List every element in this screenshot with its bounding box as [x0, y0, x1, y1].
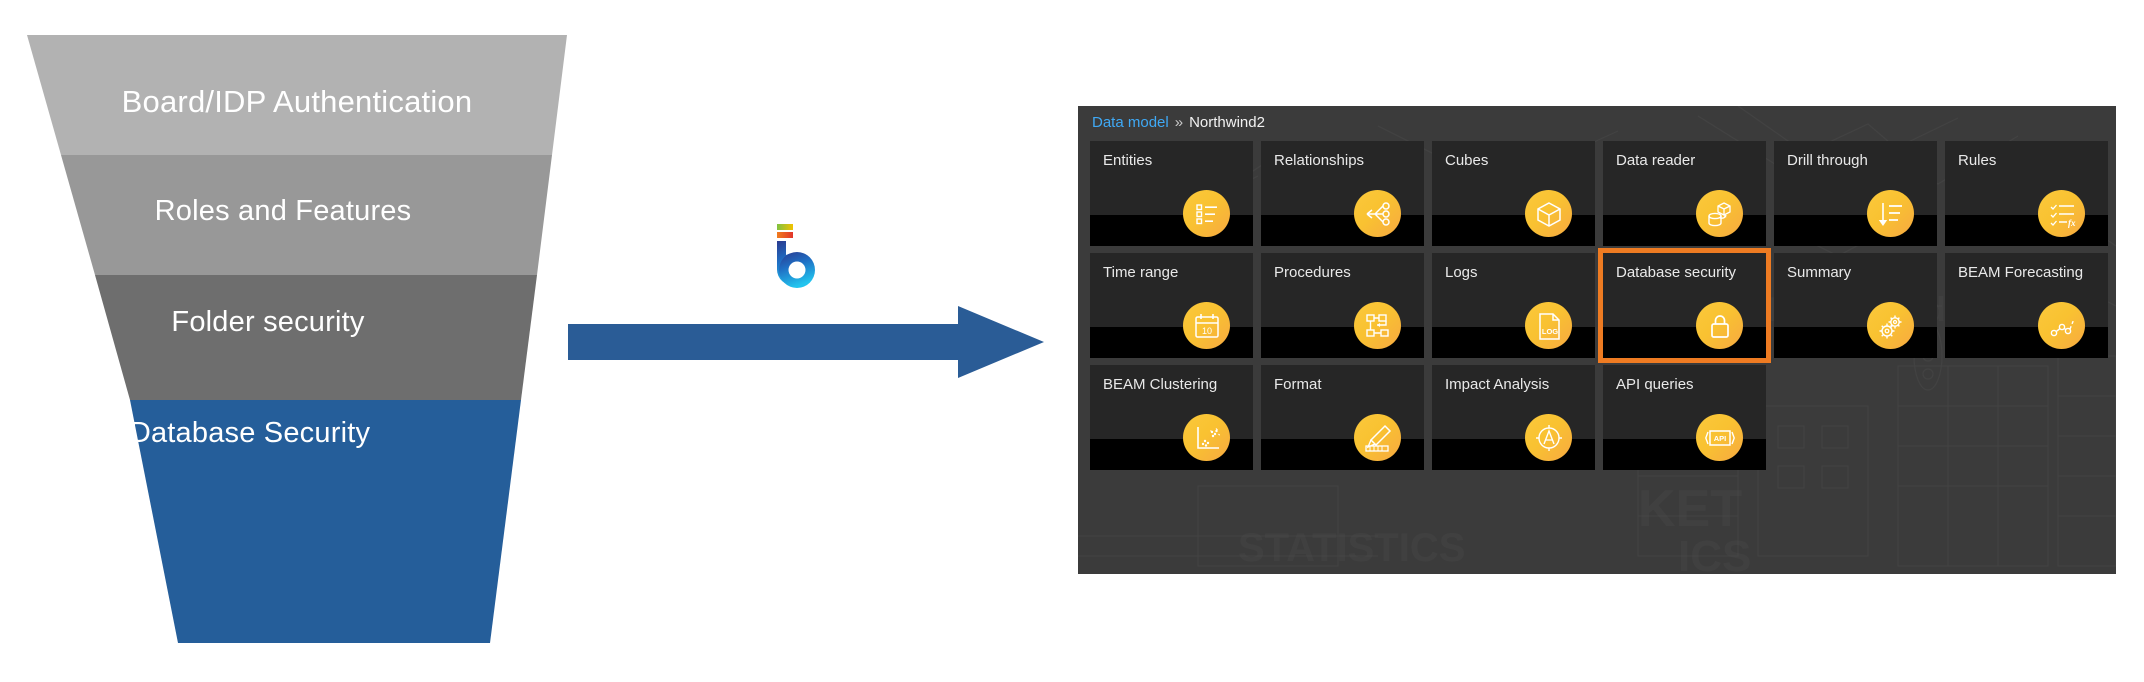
flow-arrow-right [568, 306, 1044, 378]
data-model-tile-grid: Entities Relationships Cubes Data reader Dri… [1090, 141, 2108, 470]
tile-label: Database security [1616, 264, 1737, 281]
funnel-band-3 [130, 400, 521, 643]
svg-text:ICS: ICS [1678, 532, 1751, 574]
tile-label: Procedures [1274, 264, 1351, 281]
funnel-band-2 [95, 275, 537, 400]
funnel-shape [27, 35, 567, 643]
logo-b-counter [788, 261, 806, 279]
funnel-label-3: Database Security [129, 417, 371, 449]
funnel-label-0: Board/IDP Authentication [121, 84, 473, 119]
tile-label: BEAM Forecasting [1958, 264, 2084, 281]
drill-through-icon[interactable] [1867, 190, 1914, 237]
svg-text:STATISTICS: STATISTICS [1238, 526, 1465, 570]
tile-api-queries[interactable]: API queries [1603, 365, 1766, 470]
breadcrumb-current-northwind2: Northwind2 [1189, 114, 1265, 131]
tile-label: Impact Analysis [1445, 376, 1550, 393]
clustering-icon[interactable] [1183, 414, 1230, 461]
breadcrumb-link-data-model[interactable]: Data model [1092, 114, 1169, 131]
logo-bar-green-yellow [777, 224, 793, 230]
tile-label: Logs [1445, 264, 1478, 281]
tile-entities[interactable]: Entities [1090, 141, 1253, 246]
tile-time-range[interactable]: Time range [1090, 253, 1253, 358]
board-logo-icon [776, 224, 815, 288]
tile-procedures[interactable]: Procedures [1261, 253, 1424, 358]
tile-label: Entities [1103, 152, 1153, 169]
tile-cubes[interactable]: Cubes [1432, 141, 1595, 246]
procedures-icon[interactable] [1354, 302, 1401, 349]
tile-label: BEAM Clustering [1103, 376, 1218, 393]
funnel-label-1: Roles and Features [154, 195, 412, 227]
tile-drill-through[interactable]: Drill through [1774, 141, 1937, 246]
lock-icon[interactable] [1696, 302, 1743, 349]
rules-fx-icon[interactable] [2038, 190, 2085, 237]
tile-label: API queries [1616, 376, 1694, 393]
gears-icon[interactable] [1867, 302, 1914, 349]
log-file-icon[interactable] [1525, 302, 1572, 349]
logo-bar-orange-red [777, 232, 793, 238]
tile-label: Format [1274, 376, 1322, 393]
brush-icon[interactable] [1354, 414, 1401, 461]
tile-data-reader[interactable]: Data reader [1603, 141, 1766, 246]
api-icon[interactable] [1696, 414, 1743, 461]
svg-text:KET: KET [1638, 480, 1742, 538]
tile-logs[interactable]: Logs [1432, 253, 1595, 358]
board-data-model-panel: KET ICS STATISTICS Dashboard Data model»… [1078, 106, 2116, 574]
relationships-icon[interactable] [1354, 190, 1401, 237]
tile-label: Summary [1787, 264, 1852, 281]
funnel-label-2: Folder security [171, 306, 365, 338]
funnel-band-0 [27, 35, 567, 155]
tile-label: Relationships [1274, 152, 1365, 169]
list-icon[interactable] [1183, 190, 1230, 237]
tile-beam-forecasting[interactable]: BEAM Forecasting [1945, 253, 2108, 358]
tile-database-security[interactable]: Database security [1598, 248, 1771, 363]
tile-summary[interactable]: Summary [1774, 253, 1937, 358]
funnel-band-1 [61, 155, 552, 275]
tile-label: Rules [1958, 152, 1997, 169]
calendar-icon[interactable] [1183, 302, 1230, 349]
tile-label: Drill through [1787, 152, 1868, 169]
tile-label: Cubes [1445, 152, 1489, 169]
tile-beam-clustering[interactable]: BEAM Clustering [1090, 365, 1253, 470]
forecast-icon[interactable] [2038, 302, 2085, 349]
tile-rules[interactable]: Rules [1945, 141, 2108, 246]
tile-impact-analysis[interactable]: Impact Analysis [1432, 365, 1595, 470]
cube-icon[interactable] [1525, 190, 1572, 237]
tile-label: Data reader [1616, 152, 1696, 169]
data-reader-icon[interactable] [1696, 190, 1743, 237]
breadcrumb-separator-icon: » [1174, 114, 1184, 131]
impact-icon[interactable] [1525, 414, 1572, 461]
tile-relationships[interactable]: Relationships [1261, 141, 1424, 246]
security-funnel-diagram: Board/IDP Authentication Roles and Featu… [0, 0, 620, 682]
tile-format[interactable]: Format [1261, 365, 1424, 470]
tile-label: Time range [1103, 264, 1179, 281]
breadcrumb: Data model » Northwind2 [1092, 114, 1265, 132]
